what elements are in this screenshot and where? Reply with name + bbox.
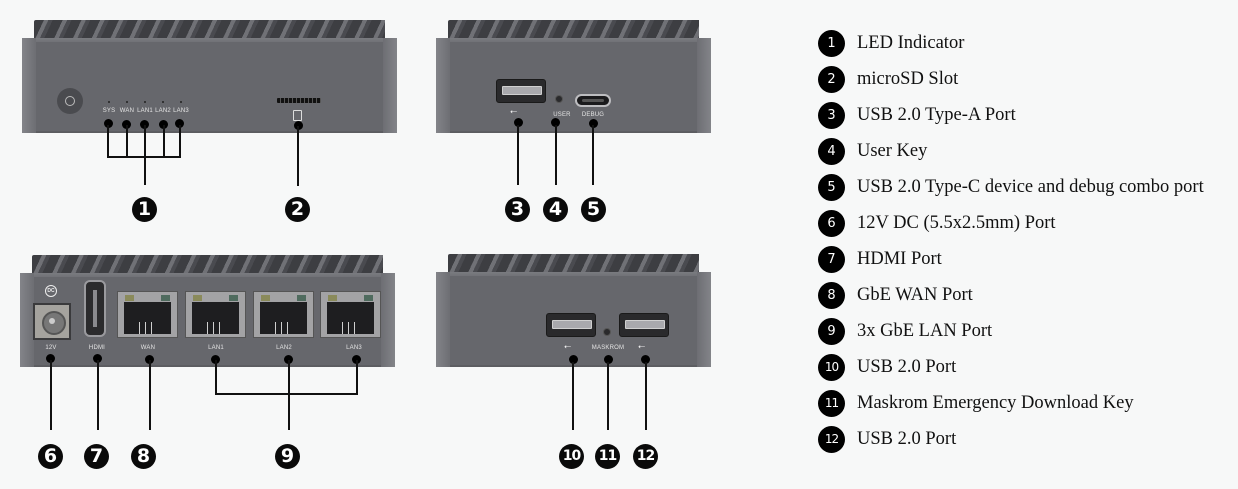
- callout-9: 9: [275, 444, 300, 469]
- legend-number: 4: [818, 137, 845, 165]
- port-label: LAN3: [346, 345, 362, 351]
- user-label: USER: [553, 112, 571, 118]
- heatsink-fins: [448, 20, 699, 40]
- legend-text: HDMI Port: [857, 248, 942, 269]
- callout-2: 2: [285, 197, 310, 222]
- legend-text: USB 2.0 Type-C device and debug combo po…: [857, 176, 1204, 197]
- usb-icon: ⭠: [510, 107, 518, 117]
- usb-type-a-port: [496, 79, 546, 103]
- legend-number: 10: [818, 353, 845, 381]
- microsd-icon: [293, 110, 302, 121]
- device-side-panel-b: [436, 254, 711, 367]
- legend-text: 12V DC (5.5x2.5mm) Port: [857, 212, 1056, 233]
- legend-number: 6: [818, 209, 845, 237]
- legend-text: microSD Slot: [857, 68, 959, 89]
- callout-3: 3: [505, 197, 530, 222]
- callout-4: 4: [543, 197, 568, 222]
- heatsink-fins: [448, 254, 699, 274]
- led-label: LAN3: [173, 108, 189, 114]
- rj45-wan-port: [117, 291, 178, 338]
- legend-number: 1: [818, 29, 845, 57]
- legend-text: GbE WAN Port: [857, 284, 973, 305]
- legend-item: 9 3x GbE LAN Port: [818, 313, 1204, 349]
- led-label: LAN2: [155, 108, 171, 114]
- callout-5: 5: [581, 197, 606, 222]
- power-button: [57, 88, 83, 114]
- device-side-panel-a: [436, 20, 711, 133]
- legend-number: 3: [818, 101, 845, 129]
- legend-item: 8 GbE WAN Port: [818, 277, 1204, 313]
- usb-icon: ⭠: [638, 342, 646, 352]
- legend-item: 3 USB 2.0 Type-A Port: [818, 97, 1204, 133]
- legend-text: User Key: [857, 140, 928, 161]
- callout-8: 8: [131, 444, 156, 469]
- legend-item: 4 User Key: [818, 133, 1204, 169]
- usb-type-c-port: [575, 94, 611, 107]
- device-front-panel: [22, 20, 397, 133]
- led-sys: [108, 101, 110, 103]
- user-key: [555, 95, 563, 103]
- led-lan3: [180, 101, 182, 103]
- rj45-lan1-port: [185, 291, 246, 338]
- debug-label: DEBUG: [581, 112, 605, 118]
- heatsink-fins: [34, 20, 385, 40]
- port-label: 12V: [45, 345, 57, 351]
- led-label: LAN1: [137, 108, 153, 114]
- legend-number: 11: [818, 389, 845, 417]
- legend-item: 1 LED Indicator: [818, 25, 1204, 61]
- legend-number: 5: [818, 173, 845, 201]
- legend-text: USB 2.0 Port: [857, 428, 957, 449]
- microsd-slot: [277, 98, 321, 103]
- usb-icon: ⭠: [564, 342, 572, 352]
- port-label: WAN: [140, 345, 156, 351]
- callout-12: 12: [633, 444, 658, 469]
- usb-port-right: [619, 313, 669, 337]
- callout-7: 7: [84, 444, 109, 469]
- legend-item: 10 USB 2.0 Port: [818, 349, 1204, 385]
- legend-number: 9: [818, 317, 845, 345]
- front-view: SYS WAN LAN1 LAN2 LAN3 1 2: [0, 0, 410, 240]
- legend-item: 7 HDMI Port: [818, 241, 1204, 277]
- legend-number: 2: [818, 65, 845, 93]
- legend-number: 7: [818, 245, 845, 273]
- port-label: HDMI: [88, 345, 106, 351]
- legend-text: 3x GbE LAN Port: [857, 320, 993, 341]
- callout-1: 1: [132, 197, 157, 222]
- hdmi-port: [84, 280, 106, 337]
- legend-number: 8: [818, 281, 845, 309]
- heatsink-fins: [32, 255, 383, 275]
- legend-number: 12: [818, 425, 845, 453]
- led-label: SYS: [102, 108, 116, 114]
- callout-10: 10: [559, 444, 584, 469]
- legend-text: Maskrom Emergency Download Key: [857, 392, 1134, 413]
- rj45-lan3-port: [320, 291, 381, 338]
- maskrom-label: MASKROM: [591, 345, 625, 351]
- legend-item: 6 12V DC (5.5x2.5mm) Port: [818, 205, 1204, 241]
- callout-6: 6: [38, 444, 63, 469]
- dc-symbol-icon: DC: [45, 285, 57, 297]
- legend-text: USB 2.0 Port: [857, 356, 957, 377]
- port-label: LAN1: [208, 345, 224, 351]
- legend-text: USB 2.0 Type-A Port: [857, 104, 1016, 125]
- usb-port-left: [546, 313, 596, 337]
- port-label: LAN2: [276, 345, 292, 351]
- maskrom-key: [603, 328, 611, 336]
- led-lan1: [144, 101, 146, 103]
- legend-item: 11 Maskrom Emergency Download Key: [818, 385, 1204, 421]
- dc-power-jack: [33, 303, 71, 340]
- legend-item: 2 microSD Slot: [818, 61, 1204, 97]
- side-view-usb-maskrom: ⭠ MASKROM ⭠ 10 11 12: [436, 254, 711, 469]
- side-view-usb-debug: ⭠ USER DEBUG 3 4 5: [0, 0, 800, 240]
- rear-view: DC 12V HDMI WAN LAN1 LAN2 LAN3 6 7 8 9: [0, 0, 410, 489]
- legend-text: LED Indicator: [857, 32, 965, 53]
- legend-item: 12 USB 2.0 Port: [818, 421, 1204, 457]
- led-label: WAN: [119, 108, 135, 114]
- led-wan: [126, 101, 128, 103]
- rj45-lan2-port: [253, 291, 314, 338]
- callout-11: 11: [595, 444, 620, 469]
- legend-item: 5 USB 2.0 Type-C device and debug combo p…: [818, 169, 1204, 205]
- led-lan2: [162, 101, 164, 103]
